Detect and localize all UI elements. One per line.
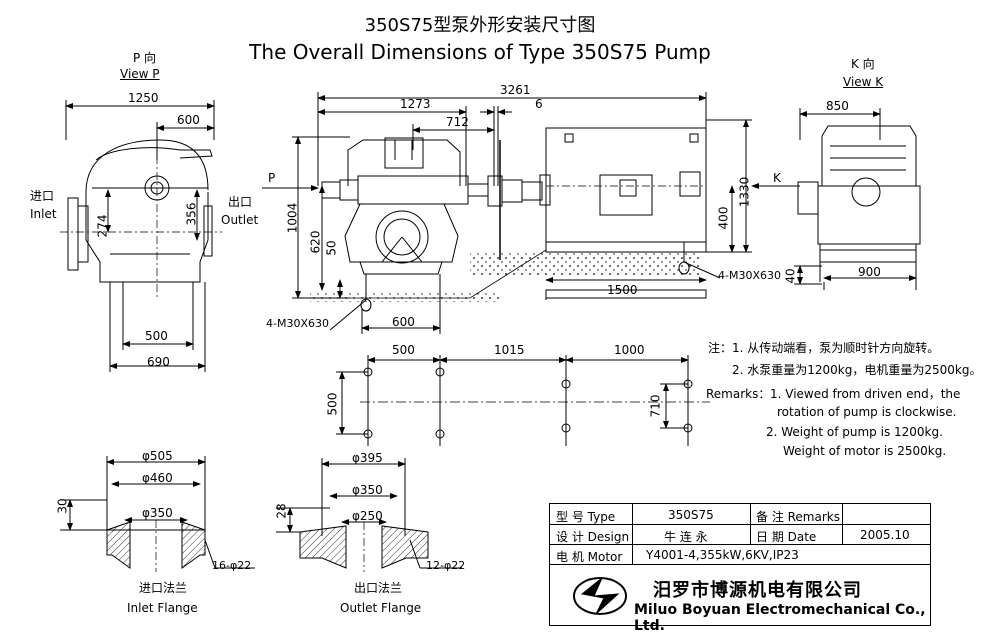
- dim-690: 690: [147, 355, 170, 369]
- inlet-flange-bolt-circle: φ460: [142, 471, 173, 485]
- remark-1a: 1. Viewed from driven end，the: [770, 387, 961, 401]
- inlet-flange-caption-cn: 进口法兰: [139, 581, 188, 595]
- dim-1500: 1500: [607, 283, 638, 297]
- outlet-label-en: Outlet: [221, 213, 259, 227]
- company-name-en: Miluo Boyuan Electromechanical Co., Ltd.: [634, 602, 926, 634]
- view-k-label-cn: K 向: [851, 57, 875, 71]
- view-p-label-cn: P 向: [133, 51, 157, 65]
- design-value: 牛 连 永: [664, 530, 708, 544]
- p-arrow-label: P: [268, 171, 276, 185]
- motor-label: 电 机 Motor: [556, 550, 623, 564]
- dim-850: 850: [826, 99, 849, 113]
- k-arrow-label: K: [773, 171, 781, 185]
- outlet-flange-caption-cn: 出口法兰: [354, 581, 403, 595]
- view-k-drawing: [794, 108, 921, 290]
- type-label: 型 号 Type: [556, 510, 616, 524]
- dim-1273: 1273: [400, 97, 431, 111]
- inlet-label-en: Inlet: [30, 207, 57, 221]
- dim-712: 712: [446, 115, 469, 129]
- drawing-sheet: 350S75型泵外形安装尺寸图 The Overall Dimensions o…: [30, 15, 981, 635]
- inlet-flange-outer-diameter: φ505: [142, 449, 173, 463]
- inlet-flange-inner-diameter: φ350: [142, 506, 173, 520]
- technical-drawing: [60, 92, 921, 615]
- outlet-flange-outer-diameter: φ395: [352, 451, 383, 465]
- drawing-title-cn: 350S75型泵外形安装尺寸图: [364, 15, 596, 36]
- outlet-flange-inner-diameter: φ250: [352, 509, 383, 523]
- dim-1330: 1330: [737, 176, 752, 208]
- design-label: 设 计 Design: [556, 530, 630, 544]
- outlet-flange-caption-en: Outlet Flange: [340, 601, 422, 615]
- title-block: 型 号 Type 350S75 备 注 Remarks 设 计 Design 牛…: [549, 503, 931, 626]
- motor-value: Y4001-4,355kW,6KV,IP23: [646, 548, 799, 562]
- dim-1000: 1000: [614, 343, 645, 357]
- anchor-bolt-right: 4-M30X630: [718, 269, 781, 282]
- inlet-label-cn: 进口: [30, 189, 55, 203]
- drawing-title-en: The Overall Dimensions of Type 350S75 Pu…: [249, 40, 711, 64]
- remark-2a: 2. Weight of pump is 1200kg.: [766, 425, 943, 439]
- dim-500-plan-vertical: 500: [325, 392, 340, 416]
- outlet-flange-holes: 12-φ22: [426, 559, 466, 572]
- remarks-label: Remarks：: [706, 387, 771, 401]
- dim-500-plan: 500: [392, 343, 415, 357]
- dim-50: 50: [324, 240, 339, 256]
- view-p-drawing: [60, 100, 222, 372]
- outlet-flange-thickness: 28: [274, 503, 289, 519]
- remark-2b: Weight of motor is 2500kg.: [783, 444, 947, 458]
- note-cn-1: 注：1. 从传动端看，泵为顺时针方向旋转。: [708, 341, 940, 355]
- foundation-plan-drawing: [336, 355, 710, 446]
- dim-40: 40: [783, 268, 798, 284]
- dim-3261: 3261: [500, 83, 531, 97]
- remark-1b: rotation of pump is clockwise.: [777, 405, 957, 419]
- dim-1004: 1004: [285, 202, 300, 234]
- view-k-label-en: View K: [843, 75, 884, 89]
- dim-500-p: 500: [145, 329, 168, 343]
- date-value: 2005.10: [860, 528, 910, 542]
- company-logo: [573, 577, 627, 615]
- dim-356: 356: [184, 202, 199, 226]
- dim-274: 274: [95, 214, 110, 238]
- main-elevation-drawing: [262, 92, 800, 334]
- outlet-flange-drawing: [276, 458, 462, 572]
- dim-1015: 1015: [494, 343, 525, 357]
- anchor-bolt-left: 4-M30X630: [266, 317, 329, 330]
- dim-600-p: 600: [177, 113, 200, 127]
- dim-400: 400: [716, 206, 731, 230]
- dim-600-main: 600: [392, 315, 415, 329]
- note-cn-2: 2. 水泵重量为1200kg，电机重量为2500kg。: [732, 363, 981, 377]
- dim-710: 710: [648, 394, 663, 418]
- type-value: 350S75: [668, 508, 714, 522]
- inlet-flange-holes: 16-φ22: [212, 559, 252, 572]
- company-name-cn: 汨罗市博源机电有限公司: [653, 580, 862, 601]
- outlet-flange-bolt-circle: φ350: [352, 483, 383, 497]
- dim-6: 6: [535, 97, 543, 111]
- date-label: 日 期 Date: [756, 530, 817, 544]
- outlet-label-cn: 出口: [228, 195, 253, 209]
- inlet-flange-caption-en: Inlet Flange: [127, 601, 198, 615]
- inlet-flange-drawing: [60, 456, 255, 572]
- dim-620: 620: [308, 230, 323, 254]
- dim-1250: 1250: [128, 91, 159, 105]
- inlet-flange-thickness: 30: [55, 498, 70, 514]
- view-p-label-en: View P: [120, 67, 160, 81]
- remarks-field-label: 备 注 Remarks: [756, 510, 840, 524]
- dim-900: 900: [858, 265, 881, 279]
